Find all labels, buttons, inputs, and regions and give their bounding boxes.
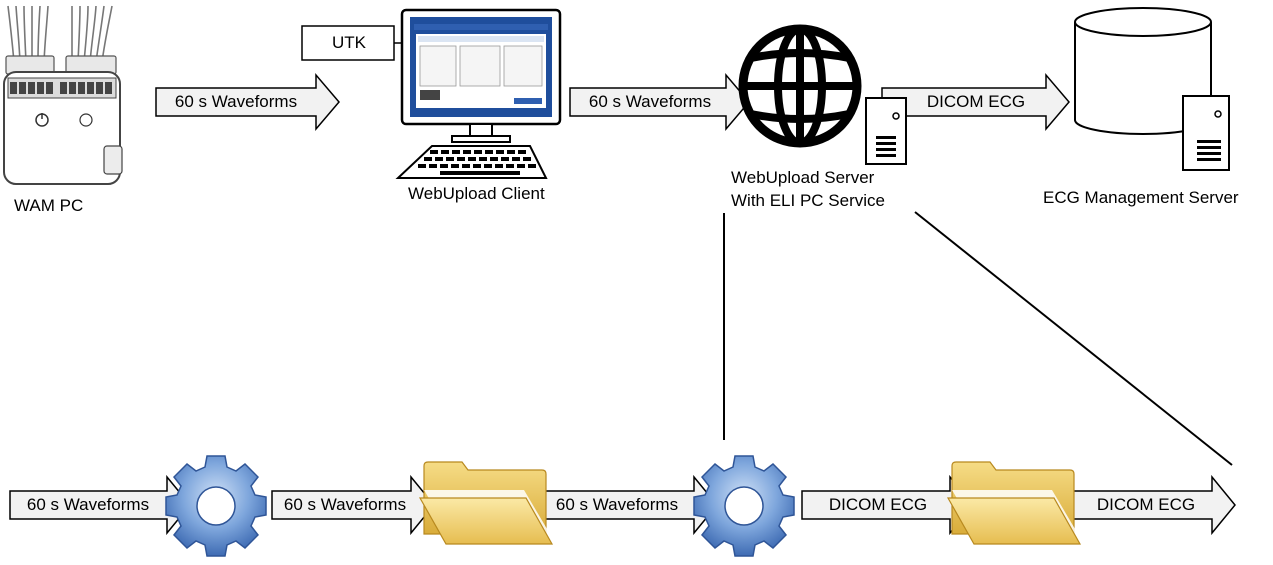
- connector-line-server-output: [914, 211, 1233, 466]
- arrow-b3-label: 60 s Waveforms: [555, 495, 679, 514]
- process-gear-icon-1: [165, 455, 267, 557]
- arrow-a2-label: 60 s Waveforms: [588, 92, 712, 111]
- webupload-server-label-line2: With ELI PC Service: [731, 191, 885, 210]
- arrow-b2-label: 60 s Waveforms: [283, 495, 407, 514]
- webupload-client-computer-icon: [395, 8, 562, 179]
- webupload-server-tower-icon: [865, 97, 907, 165]
- arrow-b2: [271, 474, 435, 536]
- webupload-client-label: WebUpload Client: [408, 184, 545, 203]
- folder-icon-1: [419, 461, 553, 545]
- arrow-a1: [155, 72, 340, 132]
- process-gear-icon-2: [693, 455, 795, 557]
- arrow-b4-label: DICOM ECG: [828, 495, 928, 514]
- arrow-b5-label: DICOM ECG: [1096, 495, 1196, 514]
- arrow-b5: [1071, 474, 1236, 536]
- arrow-b1-label: 60 s Waveforms: [26, 495, 150, 514]
- arrow-a3-label: DICOM ECG: [926, 92, 1026, 111]
- globe-icon: [738, 24, 862, 148]
- arrow-a3: [881, 72, 1070, 132]
- wam-pc-label: WAM PC: [14, 196, 84, 215]
- folder-icon-2: [947, 461, 1081, 545]
- arrow-a2: [569, 72, 750, 132]
- ecg-management-server-label: ECG Management Server: [1043, 188, 1239, 207]
- webupload-server-label-line1: WebUpload Server: [731, 168, 875, 187]
- wam-pc-device-icon: [3, 5, 123, 185]
- arrow-a1-label: 60 s Waveforms: [174, 92, 298, 111]
- utk-label: UTK: [332, 33, 366, 52]
- ecg-management-server-tower-icon: [1182, 95, 1230, 171]
